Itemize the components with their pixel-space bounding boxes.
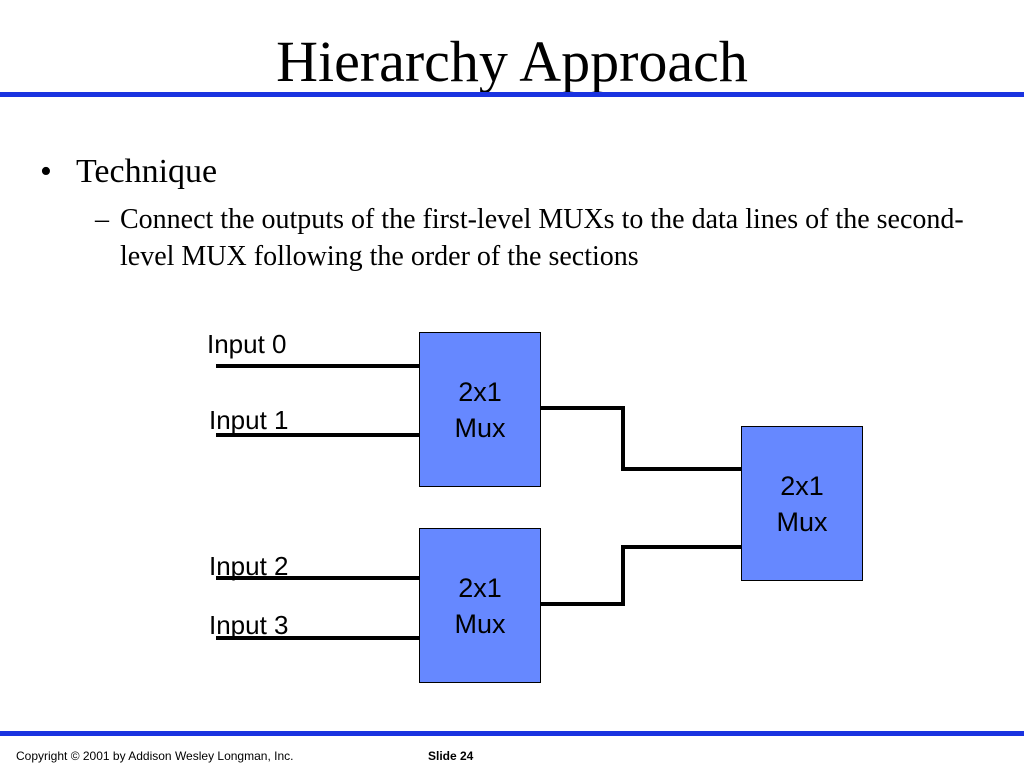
mux-label-name: Mux [776, 506, 828, 537]
bullet-text: Technique [76, 153, 218, 190]
sub-bullet-item: – Connect the outputs of the first-level… [95, 201, 995, 275]
input-2-label: Input 2 [209, 551, 289, 581]
second-level-mux: 2x1 Mux [741, 426, 863, 581]
footer-slide-number: Slide 24 [428, 749, 474, 763]
slide-title: Hierarchy Approach [276, 29, 748, 94]
mux-label-type: 2x1 [458, 376, 502, 407]
wire-mux-bottom-out [538, 545, 744, 606]
sub-bullet-marker: – [95, 204, 109, 235]
bullet-marker: • [40, 153, 52, 190]
input-3-label: Input 3 [209, 610, 289, 640]
footer-divider [0, 731, 1024, 736]
mux-label-type: 2x1 [458, 572, 502, 603]
first-level-mux-top: 2x1 Mux [419, 332, 541, 487]
mux-label-name: Mux [454, 412, 506, 443]
mux-label-type: 2x1 [780, 470, 824, 501]
bullet-item: • Technique [40, 150, 217, 194]
title-divider [0, 92, 1024, 97]
wire-mux-top-out [538, 406, 744, 471]
first-level-mux-bottom: 2x1 Mux [419, 528, 541, 683]
input-1-label: Input 1 [209, 405, 289, 435]
input-0-label: Input 0 [207, 329, 287, 359]
footer-copyright: Copyright © 2001 by Addison Wesley Longm… [16, 749, 294, 763]
mux-label-name: Mux [454, 608, 506, 639]
sub-bullet-text: Connect the outputs of the first-level M… [120, 204, 964, 272]
